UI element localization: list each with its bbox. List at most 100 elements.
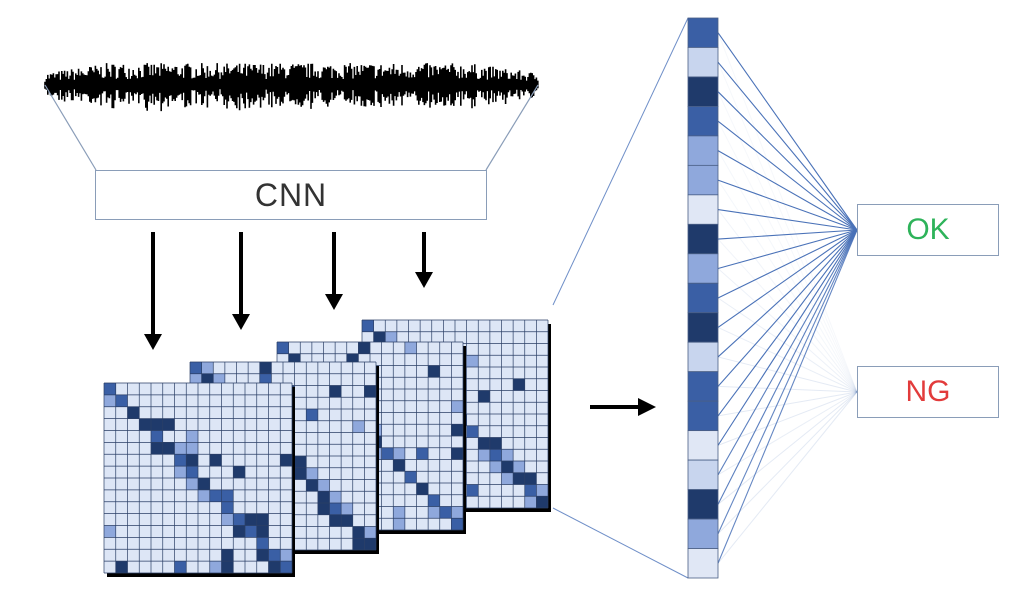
arrow-down-icon <box>232 232 250 330</box>
feature-map-cell <box>174 561 187 573</box>
feature-map-cell <box>536 496 548 508</box>
connection-ng <box>717 391 858 535</box>
feature-map-cell <box>151 442 163 455</box>
feature-map-cell <box>317 503 330 515</box>
feature-map-cell <box>466 484 479 497</box>
feature-map-cell <box>524 496 537 508</box>
feature-map-cell <box>245 525 257 538</box>
feature-map-cell <box>451 518 463 530</box>
feature-map-cell <box>466 425 479 438</box>
feature-vector-cell <box>687 400 719 432</box>
feature-map-cell <box>451 506 463 519</box>
connection-ok <box>717 229 858 328</box>
connection-ok <box>717 229 858 564</box>
feature-map-cell <box>151 418 163 431</box>
feature-vector-cell <box>687 76 719 107</box>
feature-map-cell <box>245 513 257 526</box>
connection-ok <box>717 209 858 231</box>
feature-map-cell <box>385 331 397 344</box>
feature-vector-cell <box>687 47 719 78</box>
connection-ng <box>717 391 858 417</box>
feature-map-cell <box>536 484 548 497</box>
feature-map-cell <box>489 461 502 473</box>
feature-map-cell <box>524 472 537 485</box>
feature-map-cell <box>364 385 376 398</box>
feature-map-cell <box>439 506 452 519</box>
connection-ng <box>717 209 858 393</box>
feature-map-cell <box>186 442 198 455</box>
feature-map-cell <box>478 449 490 461</box>
feature-map-cell <box>329 503 342 515</box>
feature-vector-cell <box>687 223 719 255</box>
waveform-path <box>44 63 539 112</box>
feature-map-cell <box>233 513 245 526</box>
feature-map-cell <box>221 513 234 526</box>
feature-vector-cell <box>687 312 719 343</box>
feature-map-cell <box>306 409 318 421</box>
connection-ok <box>717 229 858 387</box>
feature-vector-cell <box>687 459 719 490</box>
connection-ok <box>717 229 858 505</box>
feature-map-cell <box>221 561 234 573</box>
feature-map-cell <box>373 331 386 344</box>
feature-vector-cell <box>687 489 719 520</box>
connection-ok <box>717 150 858 231</box>
feature-vector-cell <box>687 17 719 48</box>
feature-map-cell <box>221 501 234 514</box>
cnn-label: CNN <box>254 176 328 213</box>
feature-map-cell <box>209 454 222 467</box>
feature-vector-cell <box>687 430 719 461</box>
connection-ok <box>717 61 858 231</box>
feature-map-cell <box>268 561 281 573</box>
connection-ng <box>717 297 858 393</box>
feature-vector-cell <box>687 106 719 137</box>
connection-ng <box>717 268 858 393</box>
feature-map-cell <box>186 478 198 490</box>
feature-map-cell <box>501 461 514 473</box>
feature-map-cell <box>115 561 128 573</box>
feature-map-cell <box>174 454 187 467</box>
vector-funnel-top <box>552 17 689 306</box>
arrow-down-icon <box>325 232 343 310</box>
feature-map-grid <box>103 382 293 574</box>
feature-map-cell <box>256 549 269 562</box>
feature-map-cell <box>198 489 210 502</box>
feature-map-cell <box>404 471 417 483</box>
feature-map-cell <box>489 449 502 461</box>
feature-map-cell <box>233 466 245 478</box>
feature-map-cell <box>381 447 394 460</box>
feature-map-cell <box>466 355 479 367</box>
feature-map-cell <box>190 362 202 374</box>
down-arrows <box>144 232 433 350</box>
vector-funnel-bottom <box>552 507 689 579</box>
feature-map-cell <box>478 437 490 450</box>
feature-map-cell <box>288 353 301 366</box>
feature-map-cell <box>186 466 198 478</box>
feature-map-cell <box>256 525 269 538</box>
connection-ng <box>717 179 858 393</box>
feature-map-cell <box>317 479 330 492</box>
feature-map-cell <box>162 418 175 431</box>
feature-map-cell <box>524 484 537 497</box>
feature-vector-cell <box>687 253 719 284</box>
feature-map-cell <box>221 549 234 562</box>
waveform-funnel-right <box>485 84 539 171</box>
feature-map-cell <box>513 461 525 473</box>
feature-map-cell <box>501 472 514 485</box>
feature-map-cell <box>201 373 214 386</box>
feature-map-cell <box>513 472 525 485</box>
feature-map-cell <box>213 373 225 386</box>
output-ok-box: OK <box>857 204 999 256</box>
feature-vector-cell <box>687 282 719 314</box>
output-ok-label: OK <box>906 213 950 246</box>
connection-ng <box>717 391 858 564</box>
connection-ng <box>717 385 858 393</box>
connection-ok <box>717 91 858 231</box>
connection-ok <box>717 229 858 417</box>
arrow-right-icon <box>590 398 656 416</box>
feature-map-cell <box>233 525 245 538</box>
feature-map-cell <box>358 342 370 354</box>
feature-map-cell <box>489 437 502 450</box>
feature-map-cell <box>139 418 151 431</box>
